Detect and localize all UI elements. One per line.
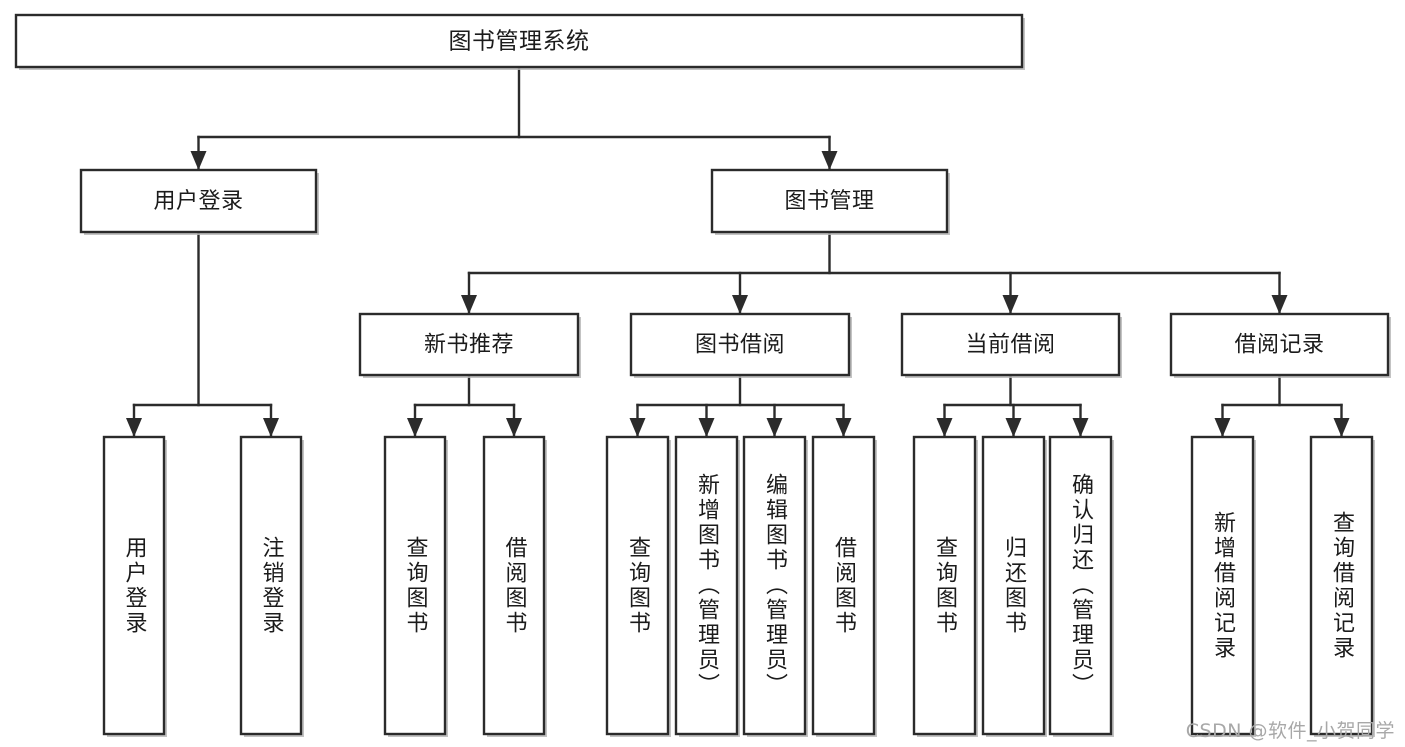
arrow-head-root-1 <box>821 151 838 170</box>
arrow-head-book-borrow-0 <box>629 418 646 437</box>
node-box-book-borrow[interactable] <box>629 312 851 377</box>
node-box-leaf-add-book[interactable] <box>674 435 739 736</box>
node-box-user-login[interactable] <box>79 168 318 234</box>
node-label-root: 图书管理系统 <box>449 29 590 55</box>
node-box-new-book-recommend[interactable] <box>358 312 580 377</box>
arrow-head-book-manage-2 <box>1002 295 1019 314</box>
node-box-leaf-confirm-return[interactable] <box>1048 435 1113 736</box>
arrow-head-current-borrow-1 <box>1005 418 1022 437</box>
arrow-head-new-book-recommend-0 <box>407 418 423 437</box>
node-box-leaf-borrow-book-recommend[interactable] <box>482 435 546 736</box>
arrow-head-book-manage-1 <box>732 295 748 314</box>
node-label-book-manage: 图书管理 <box>784 189 874 214</box>
node-box-leaf-add-borrow-record[interactable] <box>1190 435 1255 736</box>
arrow-head-user-login-1 <box>263 418 279 437</box>
node-box-leaf-return-book[interactable] <box>981 435 1046 736</box>
node-box-root[interactable] <box>14 13 1024 69</box>
arrow-head-current-borrow-2 <box>1072 418 1089 437</box>
node-box-leaf-user-logout[interactable] <box>239 435 303 736</box>
node-box-leaf-query-book-current[interactable] <box>912 435 977 736</box>
node-box-borrow-record[interactable] <box>1169 312 1390 377</box>
arrow-head-book-borrow-2 <box>766 418 783 437</box>
node-box-leaf-user-login[interactable] <box>102 435 166 736</box>
node-box-leaf-query-book-borrow[interactable] <box>605 435 670 736</box>
arrow-head-borrow-record-0 <box>1214 418 1231 437</box>
node-box-layer <box>14 13 1391 737</box>
arrow-head-user-login-0 <box>126 418 142 437</box>
node-box-current-borrow[interactable] <box>900 312 1121 377</box>
csdn-watermark: CSDN @软件_小贺同学 <box>1185 720 1395 742</box>
node-label-current-borrow: 当前借阅 <box>965 333 1055 358</box>
arrow-head-book-manage-0 <box>461 295 477 314</box>
node-box-book-manage[interactable] <box>710 168 949 234</box>
node-box-leaf-query-book-recommend[interactable] <box>383 435 447 736</box>
arrow-head-book-borrow-1 <box>698 418 715 437</box>
arrow-head-book-borrow-3 <box>835 418 852 437</box>
node-box-leaf-query-borrow-record[interactable] <box>1309 435 1374 736</box>
arrow-head-new-book-recommend-1 <box>506 418 522 437</box>
node-box-leaf-borrow-book[interactable] <box>811 435 876 736</box>
arrow-head-book-manage-3 <box>1271 295 1288 314</box>
arrow-head-root-0 <box>190 151 207 170</box>
node-label-borrow-record: 借阅记录 <box>1234 333 1324 358</box>
arrow-head-borrow-record-1 <box>1333 418 1350 437</box>
node-box-leaf-edit-book[interactable] <box>742 435 807 736</box>
connector-layer <box>126 65 1350 439</box>
node-label-user-login: 用户登录 <box>153 189 243 214</box>
node-label-new-book-recommend: 新书推荐 <box>424 333 514 358</box>
node-label-book-borrow: 图书借阅 <box>695 333 785 358</box>
arrow-head-current-borrow-0 <box>936 418 953 437</box>
